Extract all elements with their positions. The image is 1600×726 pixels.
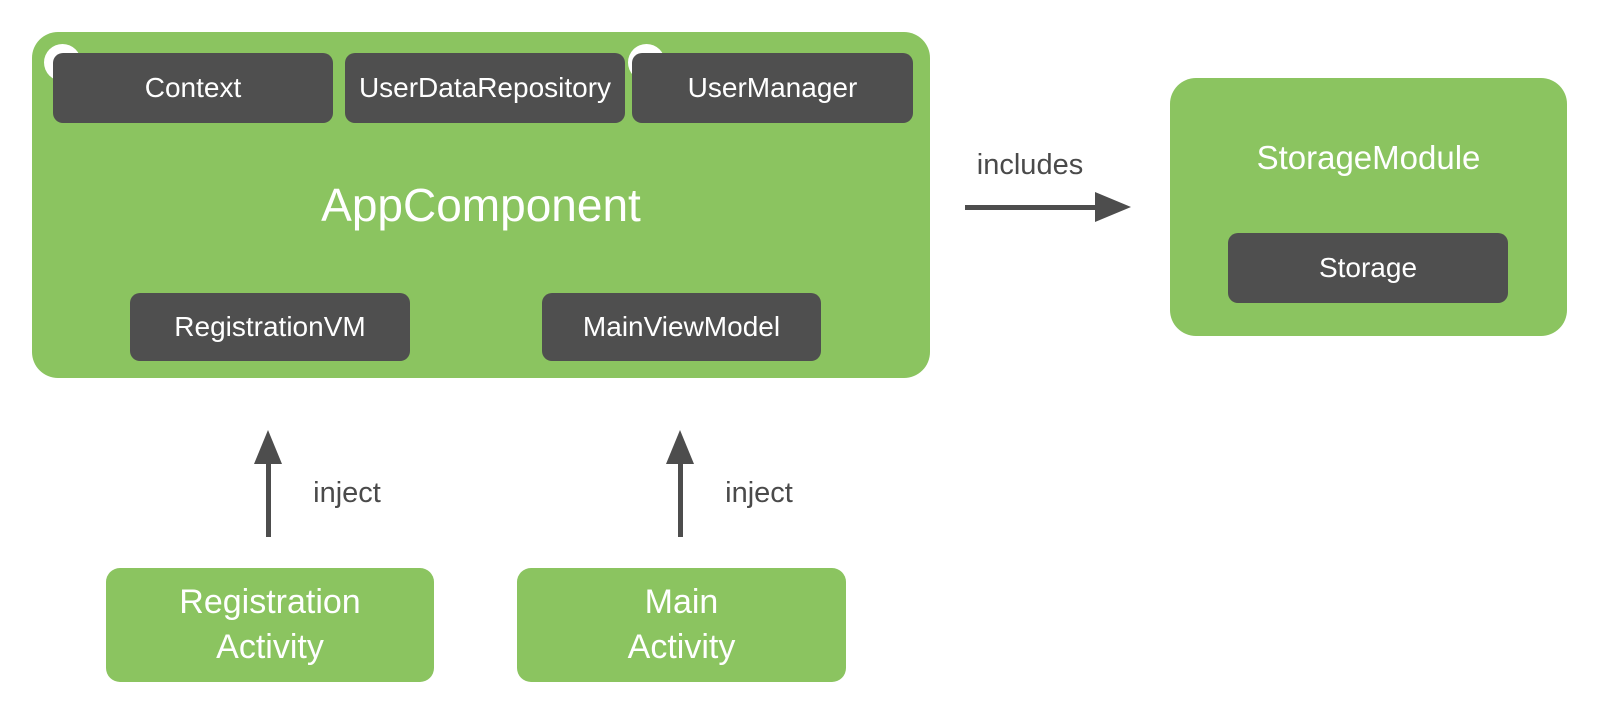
main-view-model-node-label: MainViewModel [582, 311, 781, 342]
includes-arrowhead-icon [1095, 192, 1131, 222]
registration-vm-node-label: RegistrationVM [174, 311, 366, 342]
user-data-repository-node: UserDataRepository [345, 53, 625, 123]
user-manager-node-label: UserManager [687, 72, 858, 103]
app-component-title: AppComponent [321, 179, 641, 231]
context-node-label: Context [144, 72, 242, 103]
inject-main-arrowhead-icon [666, 430, 694, 464]
includes-edge-label: includes [976, 149, 1084, 181]
main-activity-label-line1: Main [644, 583, 719, 621]
storage-module-node: StorageModule Storage [1170, 78, 1567, 336]
registration-vm-node: RegistrationVM [130, 293, 410, 361]
main-activity-label-line2: Activity [627, 628, 736, 666]
storage-node: Storage [1228, 233, 1508, 303]
registration-activity-label-line1: Registration [179, 583, 361, 621]
registration-activity-label-line2: Activity [216, 628, 324, 666]
storage-module-title: StorageModule [1256, 139, 1481, 176]
inject-main-arrow-line [678, 460, 683, 537]
inject-main-edge-label: inject [725, 477, 793, 509]
registration-activity-node: Registration Activity [106, 568, 434, 682]
inject-registration-arrowhead-icon [254, 430, 282, 464]
user-data-repository-node-label: UserDataRepository [358, 72, 612, 103]
context-node: Context [53, 53, 333, 123]
main-view-model-node: MainViewModel [542, 293, 821, 361]
main-activity-node: Main Activity [517, 568, 846, 682]
inject-registration-edge-label: inject [313, 477, 381, 509]
user-manager-node: UserManager [632, 53, 913, 123]
app-component-node: Context UserDataRepository UserManager A… [32, 32, 930, 378]
includes-arrow-line [965, 205, 1097, 210]
storage-node-label: Storage [1318, 252, 1418, 283]
inject-registration-arrow-line [266, 460, 271, 537]
